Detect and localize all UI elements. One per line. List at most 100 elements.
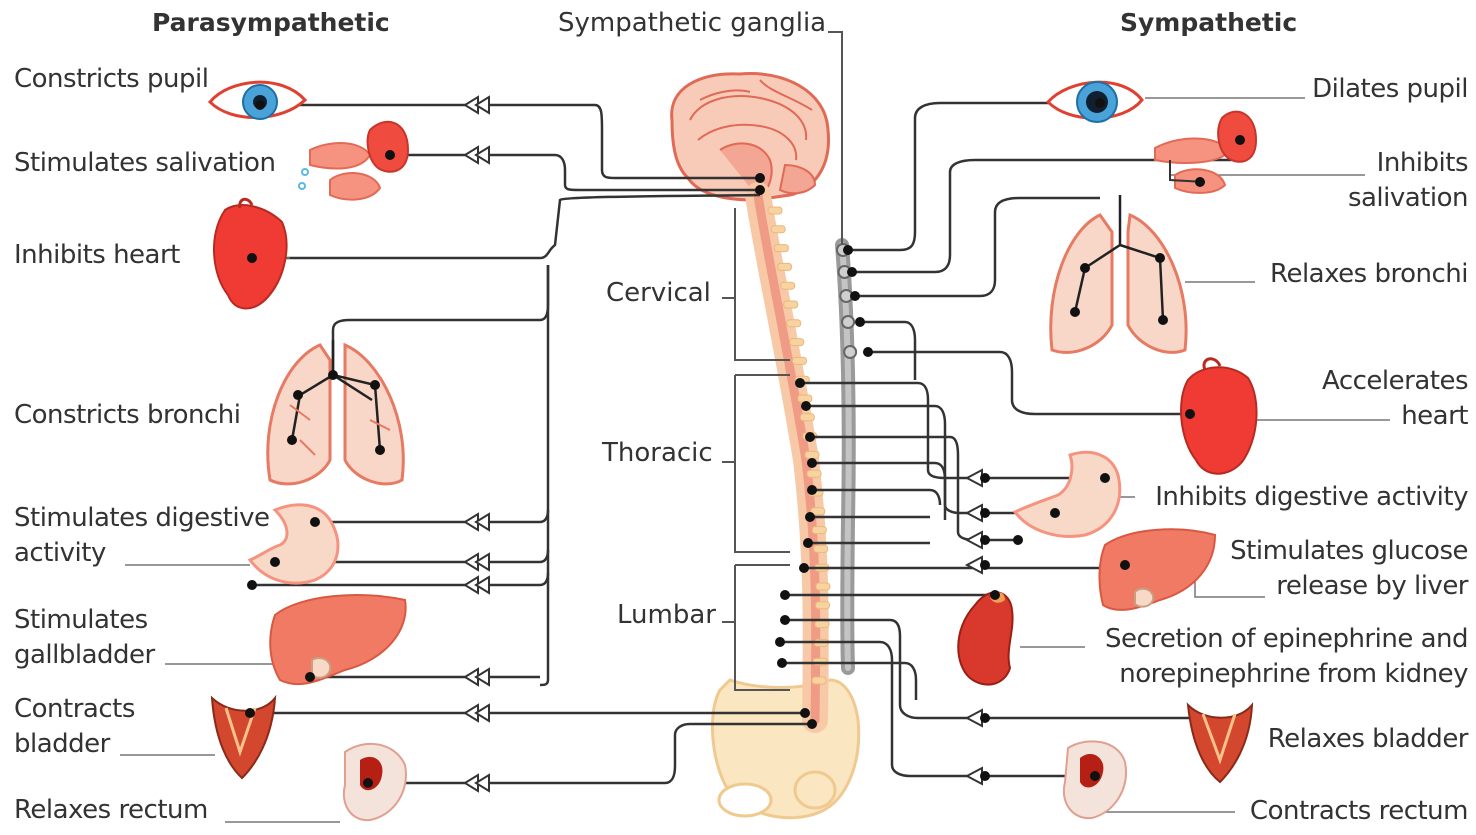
vertebra [771, 226, 785, 233]
nerve-dot [807, 485, 817, 495]
eye-icon [1048, 82, 1142, 122]
sympathetic-chain [837, 244, 856, 668]
nerve-dot [1090, 771, 1100, 781]
nerve-dot [385, 150, 395, 160]
constricts-pupil-label: Constricts pupil [14, 62, 208, 97]
vertebra [814, 545, 828, 552]
lumbar-label: Lumbar [617, 600, 716, 630]
parasympathetic-header: Parasympathetic [152, 8, 390, 37]
nerve-dot [245, 708, 255, 718]
nerve-dot [1120, 560, 1130, 570]
dilates-pupil-label: Dilates pupil [1312, 72, 1468, 107]
inhibits-salivation-label: Inhibits salivation [1348, 146, 1468, 216]
nerve-dot [980, 473, 990, 483]
nerve-dot [799, 563, 809, 573]
vertebra [816, 583, 830, 590]
nerve-dot [270, 557, 280, 567]
synapse-marker [967, 557, 982, 573]
inhibits-digestive-label: Inhibits digestive activity [1155, 480, 1468, 515]
ganglion [842, 316, 854, 328]
synapse-marker [967, 710, 982, 726]
stomach-icon [1015, 452, 1120, 536]
nerve-dot [375, 445, 385, 455]
nerve-dot [777, 658, 787, 668]
nerve-dot [843, 245, 853, 255]
nerve-dot [755, 185, 765, 195]
nerve-dot [1013, 535, 1023, 545]
nerve-dot [863, 347, 873, 357]
nerve-dot [780, 590, 790, 600]
stimulates-glucose-label: Stimulates glucose release by liver [1230, 534, 1468, 604]
nerve-dot [247, 253, 257, 263]
vertebra [792, 357, 806, 364]
nerve-dot [805, 512, 815, 522]
vertebra [805, 451, 819, 458]
thoracic-label: Thoracic [602, 438, 713, 468]
vertebra [790, 339, 804, 346]
lungs-icon [268, 340, 404, 484]
nerve-dot [305, 672, 315, 682]
nerve-dot [847, 267, 857, 277]
nerve-dot [850, 291, 860, 301]
relaxes-bronchi-label: Relaxes bronchi [1270, 257, 1468, 292]
sympathetic-ganglia-label: Sympathetic ganglia [558, 8, 826, 38]
sympathetic-header: Sympathetic [1120, 8, 1297, 37]
nerve-dot [800, 708, 810, 718]
inhibits-heart-label: Inhibits heart [14, 238, 180, 273]
brain [672, 73, 829, 200]
nerve-dot [980, 771, 990, 781]
nerve-dot [980, 508, 990, 518]
synapse-marker [967, 505, 982, 521]
nerve-dot [370, 380, 380, 390]
nerve-dot [1070, 307, 1080, 317]
nerve-dot [980, 535, 990, 545]
vertebra [798, 395, 812, 402]
nerve-dot [990, 590, 1000, 600]
kidney-icon [958, 592, 1012, 684]
nerve-dot [1100, 473, 1110, 483]
nerve-dot [1185, 409, 1195, 419]
nerve-dot [807, 458, 817, 468]
synapse-marker [967, 768, 982, 784]
liver-icon [270, 595, 405, 684]
pelvis [712, 680, 858, 818]
vertebra [784, 301, 798, 308]
constricts-bronchi-label: Constricts bronchi [14, 398, 241, 433]
vertebra [816, 602, 830, 609]
nerve-dot [310, 517, 320, 527]
nerve-dot [855, 317, 865, 327]
salivary-gland-icon [1155, 112, 1256, 193]
nerve-dot [1155, 253, 1165, 263]
accelerates-heart-label: Accelerates heart [1322, 364, 1468, 434]
nerve-dot [795, 378, 805, 388]
nerve-dot [363, 778, 373, 788]
liver-icon [1099, 529, 1215, 610]
nerve-dot [801, 401, 811, 411]
vertebra [812, 527, 826, 534]
relaxes-bladder-label: Relaxes bladder [1268, 722, 1468, 757]
nerve-dot [780, 615, 790, 625]
vertebra [800, 414, 814, 421]
eye-icon [210, 82, 305, 119]
nerve-dot [1095, 98, 1105, 108]
nerve-dot [328, 370, 338, 380]
nerve-dot [980, 560, 990, 570]
contracts-bladder-label: Contracts bladder [14, 692, 135, 762]
nerve-dot [1080, 263, 1090, 273]
nerve-dot [803, 538, 813, 548]
stimulates-salivation-label: Stimulates salivation [14, 146, 275, 181]
nerve-dot [287, 435, 297, 445]
vertebra [774, 245, 788, 252]
bladder-icon [1188, 705, 1252, 782]
vertebra [807, 470, 821, 477]
nerve-dot [1195, 177, 1205, 187]
nerve-dot [775, 637, 785, 647]
nerve-dot [1158, 315, 1168, 325]
vertebra [781, 282, 795, 289]
nerve-dot [755, 173, 765, 183]
vertebra [768, 207, 782, 214]
nerve-dot [247, 580, 257, 590]
salivary-gland-icon [299, 122, 408, 200]
vertebra [787, 320, 801, 327]
nerve-dot [1235, 135, 1245, 145]
